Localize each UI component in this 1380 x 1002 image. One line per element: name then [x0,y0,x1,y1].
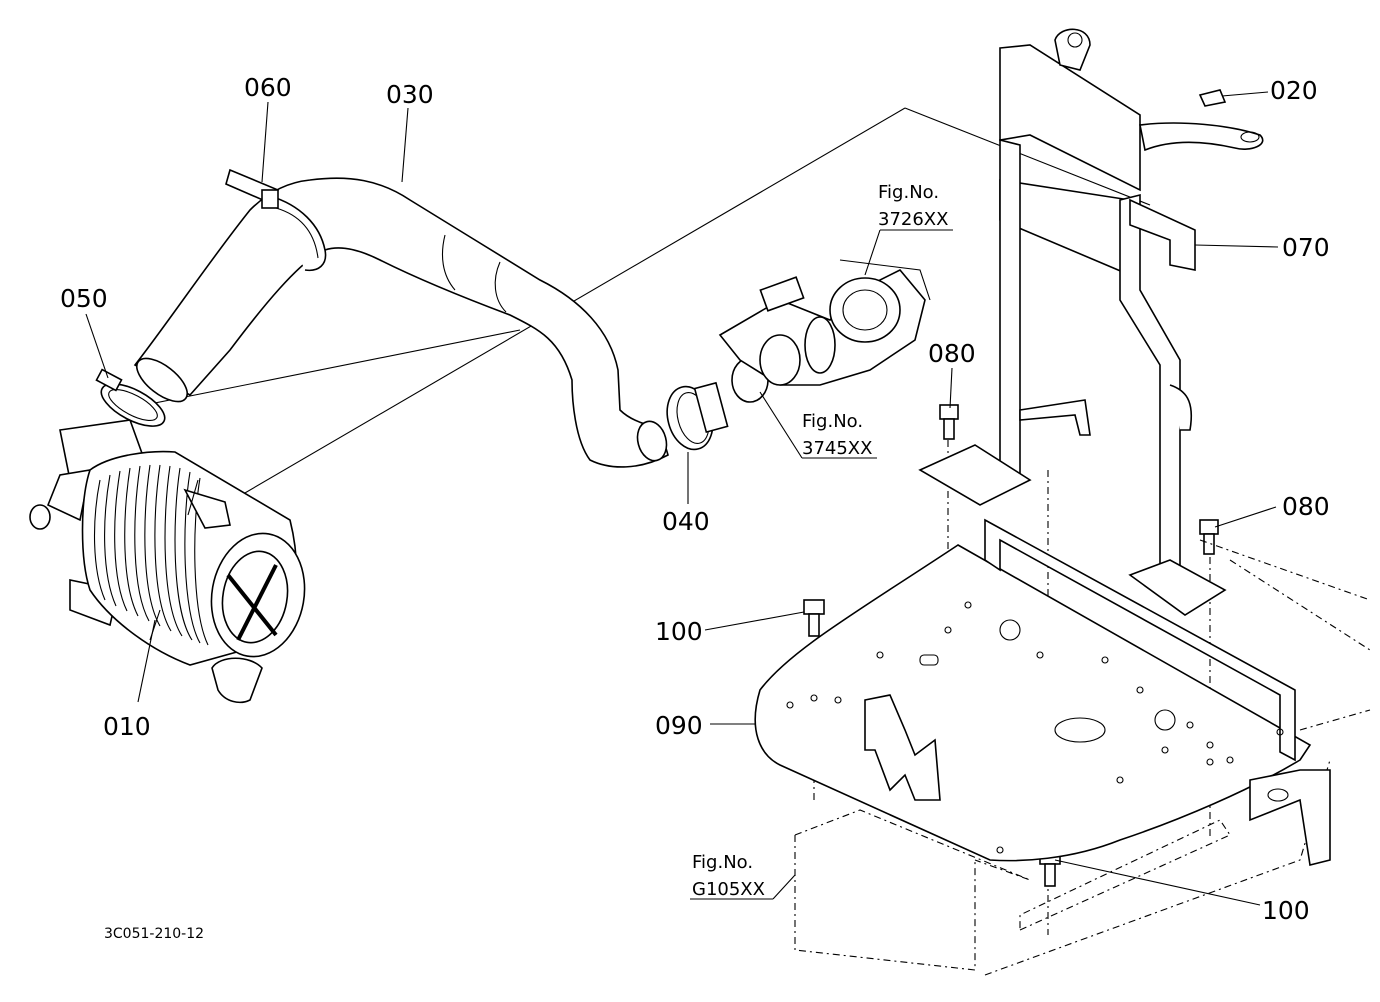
callout-100-a: 100 [655,617,703,646]
air-cleaner [29,419,306,704]
callout-020: 020 [1270,76,1318,105]
bolt-080-a [939,404,959,440]
figure-references: Fig.No. 3726XX Fig.No. 3745XX Fig.No. G1… [692,182,948,900]
leader-lines [85,91,1279,906]
fig-ref-frame-number: G105XX [692,879,765,900]
fig-ref-turbo-number: 3726XX [878,209,948,230]
cable-tie-060 [225,168,327,272]
callout-080-a: 080 [928,339,976,368]
callout-040: 040 [662,507,710,536]
fig-ref-turbo-prefix: Fig.No. [878,182,939,203]
intake-hose-030 [133,177,669,468]
callout-100-b: 100 [1262,896,1310,925]
turbocharger-assembly [718,259,931,403]
fig-ref-frame-prefix: Fig.No. [692,852,753,873]
band-clamp-040 [666,381,729,451]
bolt-100-a [803,599,825,637]
callout-080-b: 080 [1282,492,1330,521]
frame-bracket [918,28,1264,616]
callout-070: 070 [1282,233,1330,262]
fig-ref-intake-number: 3745XX [802,438,872,459]
diagram-code: 3C051-210-12 [104,926,204,942]
callout-050: 050 [60,284,108,313]
fig-ref-intake-prefix: Fig.No. [802,411,863,432]
callout-030: 030 [386,80,434,109]
lower-frame [794,539,1371,976]
callout-labels: 060 030 020 070 050 010 040 080 080 100 … [60,73,1330,925]
base-plate-090 [754,518,1312,862]
callout-090: 090 [655,711,703,740]
callout-010: 010 [103,712,151,741]
callout-060: 060 [244,73,292,102]
hose-clamp-050 [95,368,166,427]
bolt-080-b [1199,519,1219,555]
